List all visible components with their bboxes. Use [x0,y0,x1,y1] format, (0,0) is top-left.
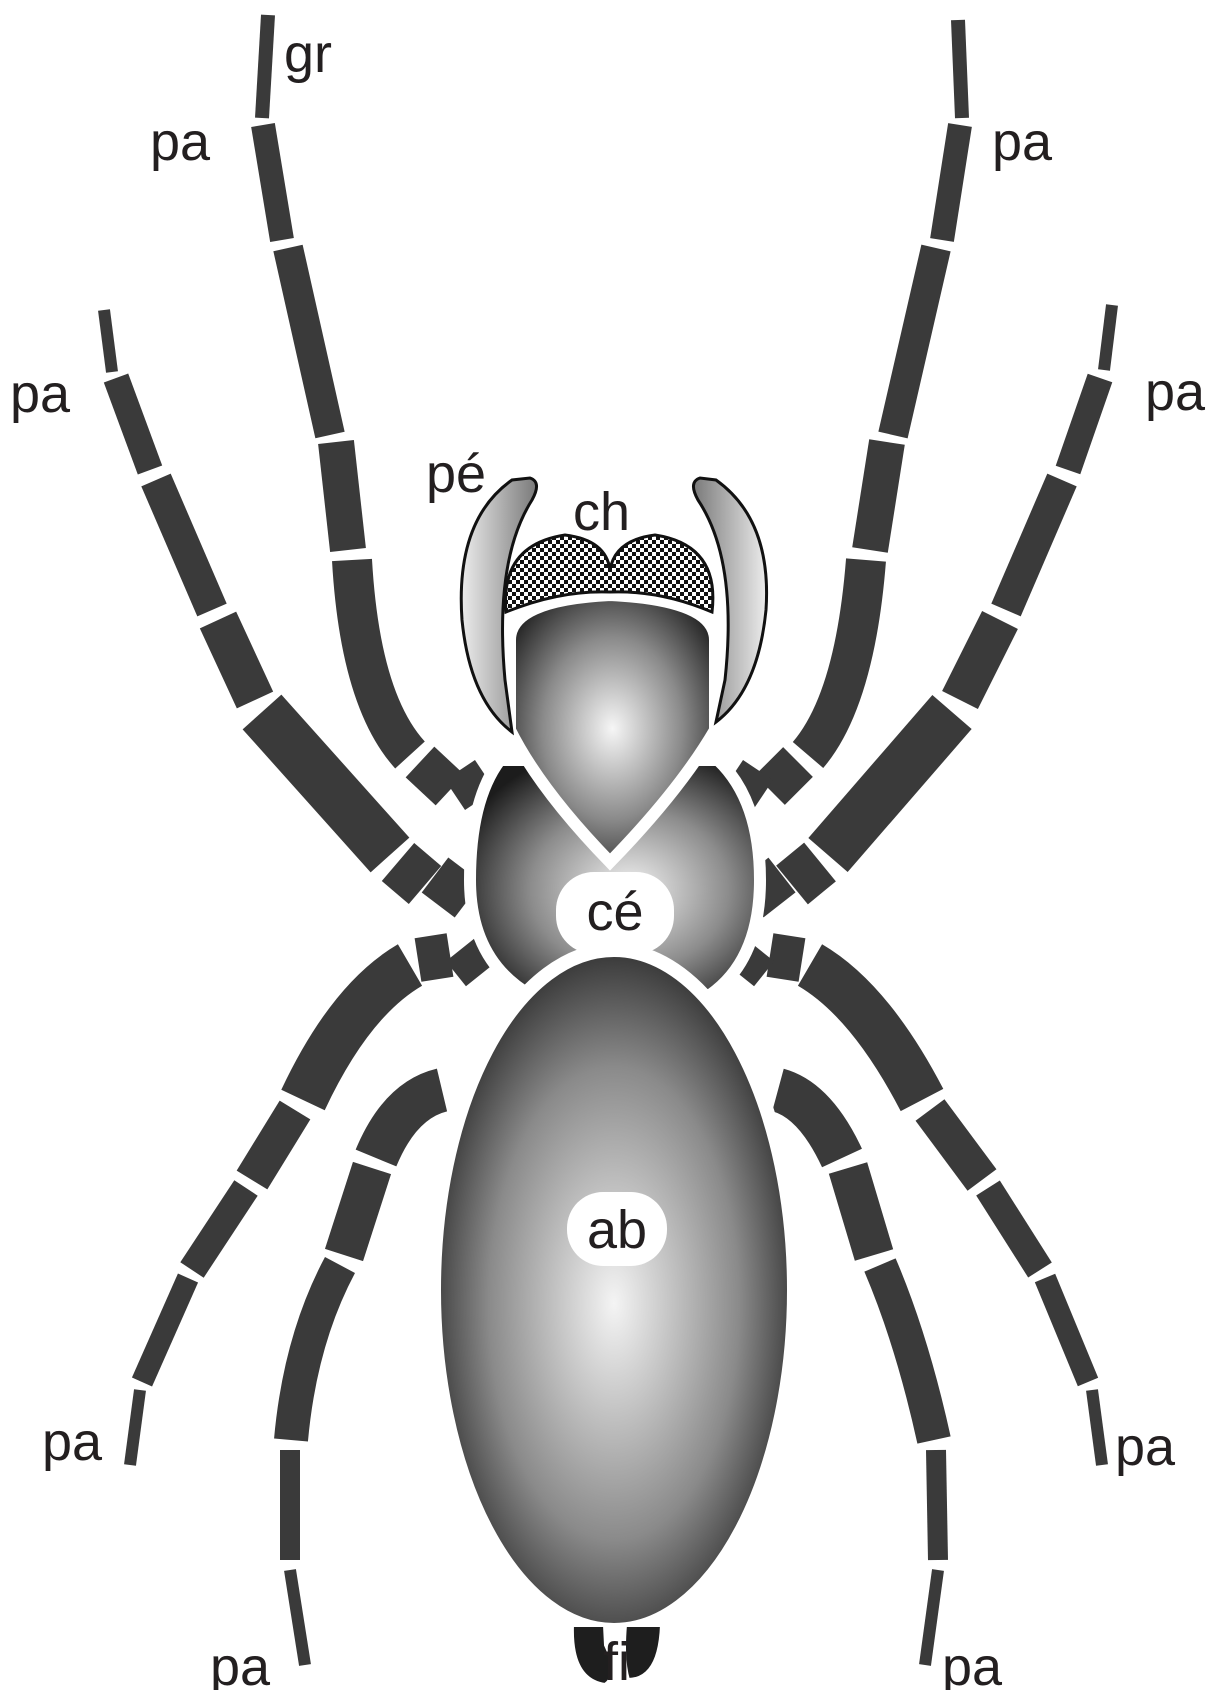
leg-right-2-segment [960,620,1000,700]
leg-left-2-segment [116,378,150,470]
label-spinnerets: fi [603,1632,630,1690]
leg-right-1-segment [870,442,887,550]
abdomen [434,950,794,1630]
leg-left-1-segment [420,762,450,790]
leg-left-1-segment [288,248,330,435]
label-claw: gr [284,24,332,84]
leg-right-1 [738,20,962,800]
leg-left-2-segment [262,712,390,855]
leg-right-2-segment [1068,378,1100,470]
label-leg-right-4: pa [942,1637,1003,1690]
leg-right-3-segment [770,955,802,960]
leg-right-4 [778,1090,938,1665]
leg-left-4-segment [376,1090,442,1158]
leg-left-2-segment [104,310,112,372]
label-abdomen: ab [587,1200,647,1260]
leg-left-3-segment [142,1278,188,1382]
leg-right-3-segment [930,1110,982,1180]
leg-left-2-segment [156,480,212,610]
leg-left-2-segment [218,620,255,700]
leg-left-3-segment [418,955,450,960]
leg-right-3-segment [1092,1390,1102,1465]
leg-left-4-segment [290,1570,305,1665]
leg-right-3-segment [988,1188,1040,1270]
leg-right-1-segment [893,248,936,435]
label-leg-left-4: pa [210,1637,271,1690]
leg-right-4-segment [880,1265,934,1440]
leg-right-2-segment [1104,305,1112,370]
leg-right-2-segment [1006,480,1062,610]
label-leg-right-2: pa [1145,362,1206,422]
leg-right-1-segment [942,125,960,240]
leg-right-4-segment [848,1168,874,1255]
leg-left-1-segment [336,442,348,550]
leg-left-1-segment [352,560,410,755]
label-pedipalp: pé [426,444,486,504]
leg-right-3-segment [1045,1278,1088,1382]
leg-right-4-segment [778,1090,842,1158]
leg-left-4-segment [344,1168,372,1255]
label-leg-left-1: pa [150,112,211,172]
leg-left-1 [262,15,480,800]
label-leg-right-1: pa [992,112,1053,172]
leg-left-2-segment [435,875,468,900]
leg-right-4-segment [925,1570,938,1665]
leg-right-1-segment [770,762,798,790]
leg-left-3-segment [460,950,480,975]
leg-left-4 [290,1090,442,1665]
label-leg-right-3: pa [1115,1417,1176,1477]
leg-left-3-segment [130,1390,140,1465]
leg-left-3-segment [252,1110,295,1180]
leg-right-1-segment [808,560,866,755]
leg-right-1-segment [958,20,962,118]
leg-left-1-segment [262,15,268,118]
leg-left-1-segment [263,125,282,240]
label-chelicera: ch [573,482,630,542]
leg-left-3-segment [192,1188,246,1270]
leg-right-2-segment [828,712,952,855]
leg-left-2 [104,310,468,900]
label-cephalothorax: cé [586,882,643,942]
label-leg-left-2: pa [10,364,71,424]
leg-left-2-segment [398,862,425,885]
leg-right-2 [750,305,1112,900]
leg-right-2-segment [792,862,820,885]
label-leg-left-3: pa [42,1412,103,1472]
leg-right-4-segment [936,1450,938,1560]
leg-left-3-segment [303,965,410,1100]
leg-right-3-segment [810,965,922,1100]
leg-left-4-segment [291,1265,340,1440]
